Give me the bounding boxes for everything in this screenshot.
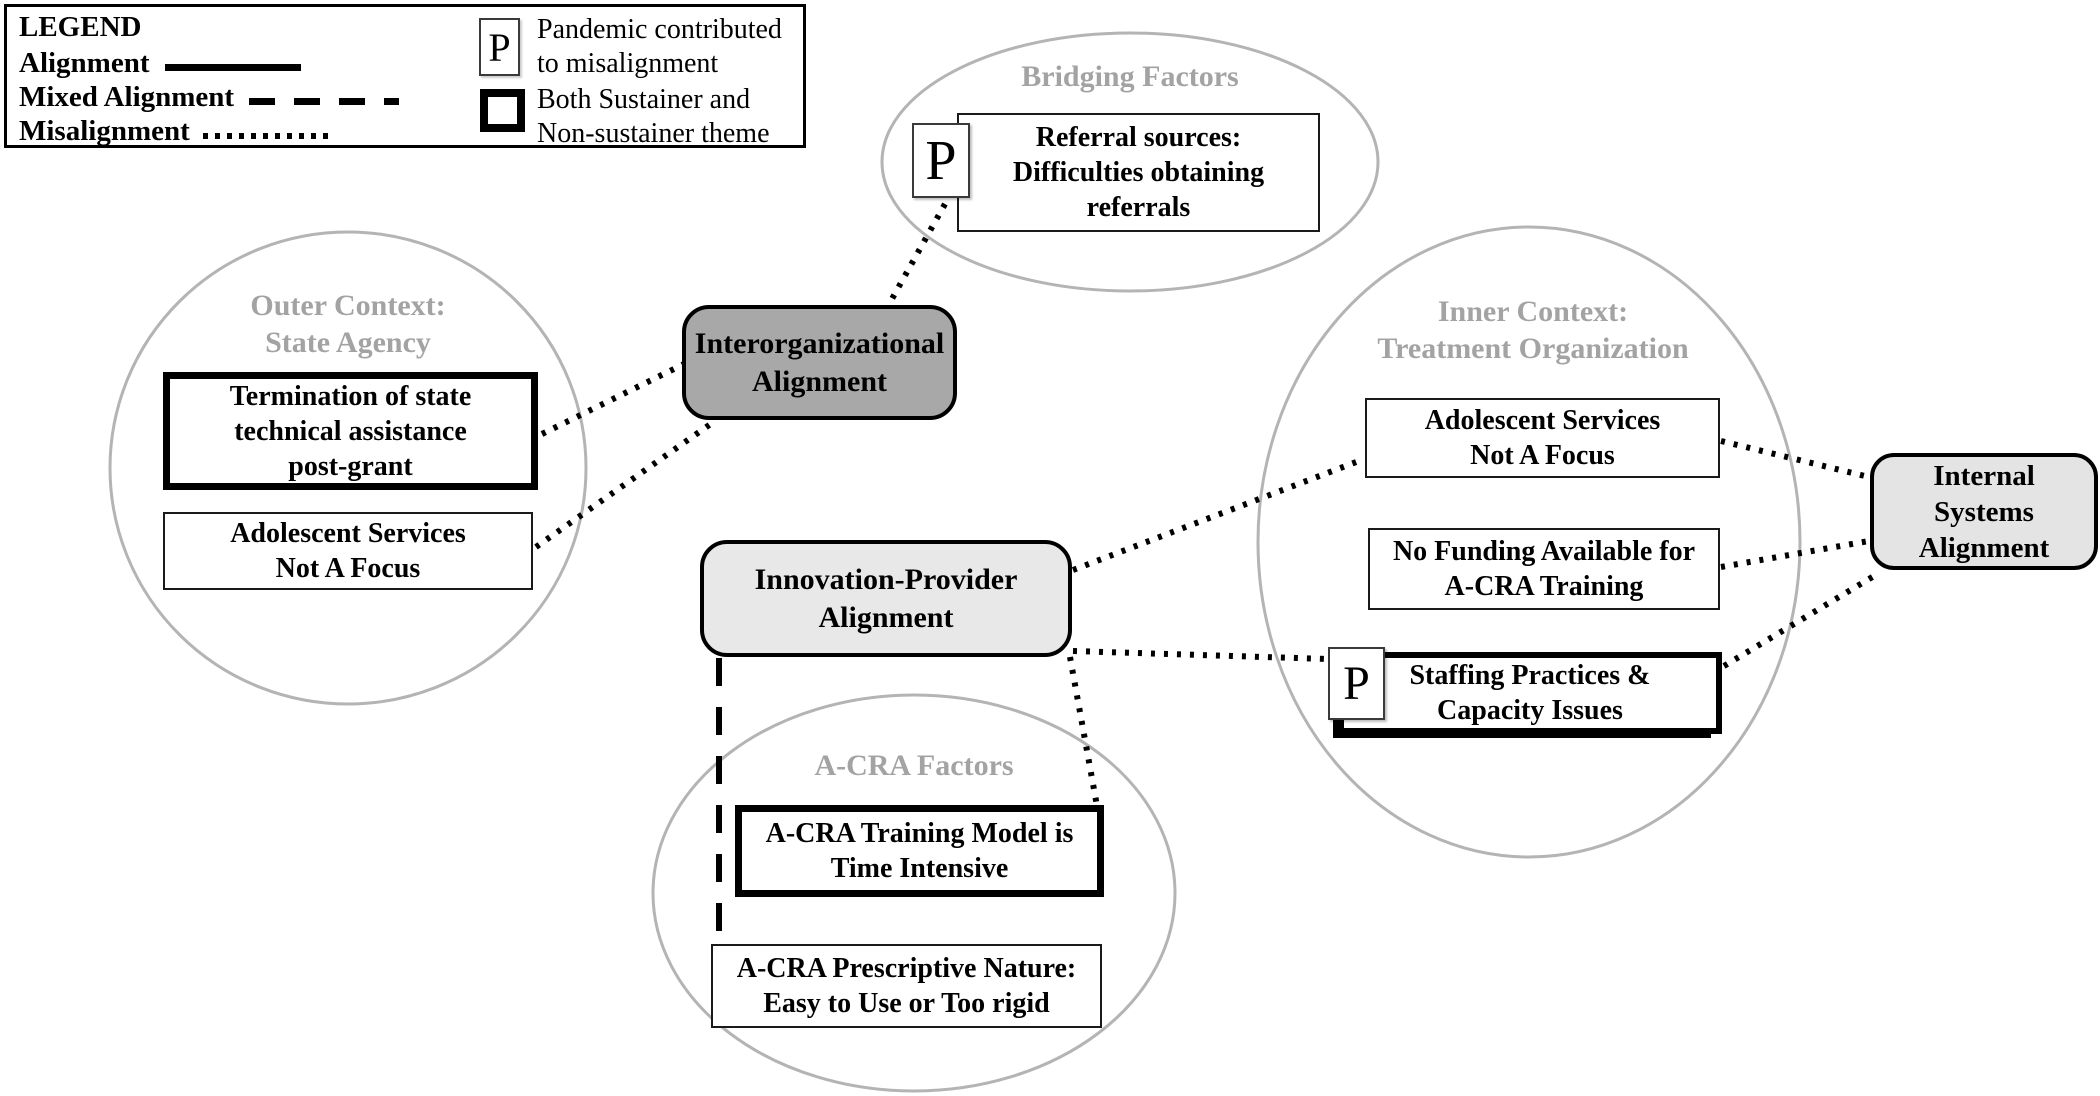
staffing-box: Staffing Practices & Capacity Issues	[1338, 652, 1722, 734]
bridging-factors-label: Bridging Factors	[1021, 60, 1239, 93]
outer-context-ellipse	[108, 230, 588, 706]
conn-adolescent-inner-to-internal	[1720, 438, 1870, 480]
legend-misalignment-label: Misalignment	[19, 115, 190, 147]
internal-systems-alignment-label: Internal Systems Alignment	[1918, 459, 2050, 564]
termination-box: Termination of state technical assistanc…	[163, 372, 538, 490]
legend-both-theme-swatch	[480, 89, 525, 132]
no-funding-box: No Funding Available for A-CRA Training	[1368, 528, 1720, 610]
legend-pandemic-badge: P	[479, 18, 520, 76]
legend-both-theme-note: Both Sustainer and Non-sustainer theme	[537, 84, 770, 149]
adolescent-inner-box-label: Adolescent Services Not A Focus	[1424, 405, 1661, 471]
staffing-box-label: Staffing Practices & Capacity Issues	[1409, 660, 1651, 726]
legend-pandemic-symbol: P	[488, 24, 511, 70]
bridging-factors-ellipse	[880, 31, 1380, 293]
misalignment-line-swatch	[203, 133, 334, 139]
interorganizational-alignment-node: Interorganizational Alignment	[682, 305, 957, 420]
referral-pandemic-badge: P	[912, 123, 970, 198]
adolescent-outer-box-label: Adolescent Services Not A Focus	[230, 518, 466, 584]
conn-no-funding-to-internal	[1720, 538, 1870, 570]
acra-factors-ellipse	[651, 693, 1177, 1093]
no-funding-box-label: No Funding Available for A-CRA Training	[1392, 536, 1696, 602]
legend-panel: LEGEND Alignment Mixed Alignment Misalig…	[4, 4, 806, 149]
legend-title: LEGEND	[19, 11, 142, 43]
referral-box-label: Referral sources: Difficulties obtaining…	[1012, 122, 1265, 223]
innovation-provider-alignment-node: Innovation-Provider Alignment	[700, 540, 1072, 657]
conn-referral-to-interorg	[885, 202, 948, 308]
mixed-alignment-line-swatch	[249, 98, 399, 105]
legend-mixed-label: Mixed Alignment	[19, 81, 235, 113]
interorganizational-alignment-label: Interorganizational Alignment	[694, 326, 945, 398]
outer-context-label: Outer Context: State Agency	[250, 289, 446, 359]
termination-box-label: Termination of state technical assistanc…	[229, 380, 472, 482]
conn-innovation-to-adolescent-inner	[1071, 456, 1366, 573]
adolescent-inner-box: Adolescent Services Not A Focus	[1365, 398, 1720, 478]
innovation-provider-alignment-label: Innovation-Provider Alignment	[754, 562, 1018, 634]
legend-pandemic-note: Pandemic contributed to misalignment	[537, 14, 782, 79]
conn-adolescent-outer-to-interorg	[534, 420, 714, 550]
conn-staffing-to-internal	[1722, 573, 1876, 669]
prescriptive-box-label: A-CRA Prescriptive Nature: Easy to Use o…	[736, 953, 1077, 1019]
training-box-label: A-CRA Training Model is Time Intensive	[765, 818, 1074, 884]
inner-context-ellipse	[1256, 225, 1802, 859]
prescriptive-box: A-CRA Prescriptive Nature: Easy to Use o…	[711, 944, 1102, 1028]
referral-box: Referral sources: Difficulties obtaining…	[957, 113, 1320, 232]
conn-innovation-to-staffing	[1072, 648, 1329, 662]
conn-termination-to-interorg	[540, 361, 686, 437]
inner-context-label: Inner Context: Treatment Organization	[1377, 295, 1689, 365]
staffing-pandemic-badge: P	[1328, 647, 1385, 720]
referral-pandemic-symbol: P	[925, 129, 957, 192]
training-box: A-CRA Training Model is Time Intensive	[735, 805, 1104, 897]
alignment-line-swatch	[165, 64, 301, 71]
acra-factors-label: A-CRA Factors	[814, 749, 1014, 782]
internal-systems-alignment-node: Internal Systems Alignment	[1870, 453, 2098, 570]
legend-alignment-label: Alignment	[19, 47, 150, 79]
adolescent-outer-box: Adolescent Services Not A Focus	[163, 512, 533, 590]
staffing-pandemic-symbol: P	[1343, 657, 1370, 710]
